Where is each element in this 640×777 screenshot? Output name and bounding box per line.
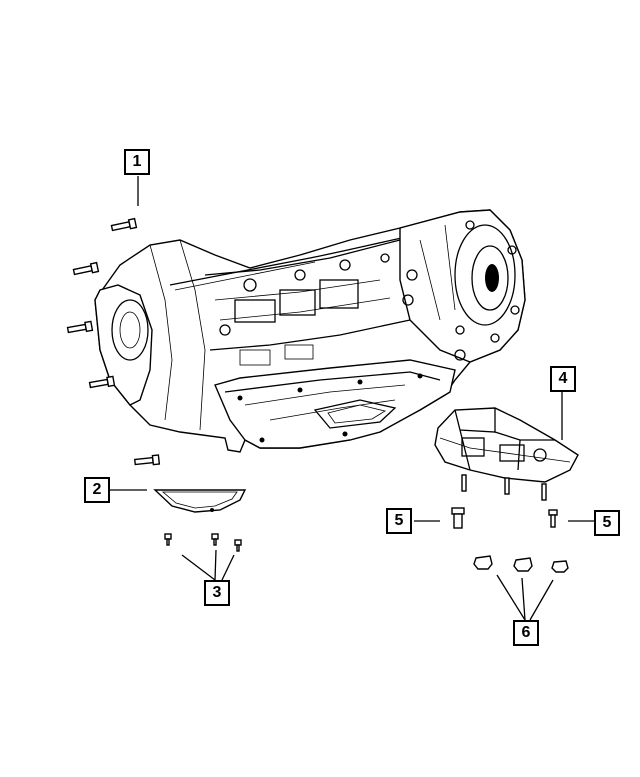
callout-2: 2 [84,477,110,503]
callout-6: 6 [513,620,539,646]
transmission-assembly [94,209,526,453]
callout-5-right: 5 [594,510,620,536]
callout-3: 3 [204,580,230,606]
callout-1: 1 [124,149,150,175]
bell-housing-bolts [66,217,161,466]
dust-cover [153,489,247,513]
callout-5-left: 5 [386,508,412,534]
callout-4: 4 [550,366,576,392]
mount-bolts [451,507,558,529]
transmission-mount [434,407,579,501]
mount-nuts [473,555,569,573]
dust-cover-screws [164,533,242,552]
leader-lines [110,176,594,621]
